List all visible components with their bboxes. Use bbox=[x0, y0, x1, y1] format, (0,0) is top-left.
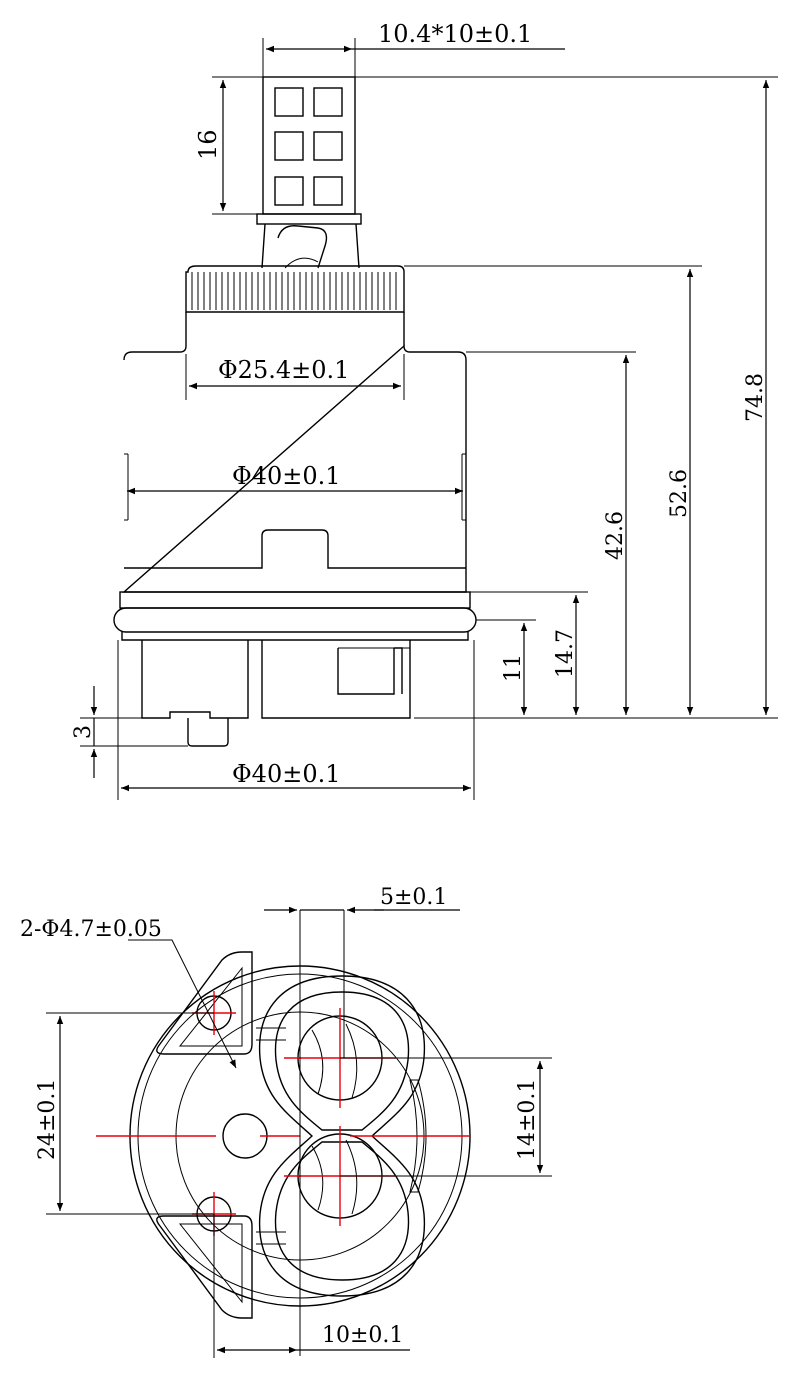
extension-lines bbox=[80, 38, 778, 800]
h-11-label: 11 bbox=[501, 654, 526, 682]
web-line-bottom bbox=[256, 1231, 286, 1245]
base-offset-label: 3 bbox=[71, 725, 96, 739]
side-view: 10.4*10±0.1 16 Φ25.4±0.1 Φ40±0.1 Φ40±0.1… bbox=[71, 20, 778, 800]
dia-upper-label: Φ25.4±0.1 bbox=[218, 356, 349, 384]
side-slot bbox=[409, 1079, 427, 1193]
stem-height-label: 16 bbox=[194, 129, 222, 160]
port-offset-label: 5±0.1 bbox=[380, 885, 447, 910]
web-line-top bbox=[256, 1027, 286, 1041]
h-42-6-label: 42.6 bbox=[603, 511, 628, 560]
port-spacing-label: 14±0.1 bbox=[515, 1079, 540, 1160]
dia-base-label: Φ40±0.1 bbox=[232, 760, 341, 788]
hole-spec-label: 2-Φ4.7±0.05 bbox=[20, 917, 162, 942]
bottom-dimension-lines bbox=[56, 906, 544, 1354]
dimension-lines bbox=[90, 45, 770, 792]
base-feet bbox=[141, 640, 411, 747]
knurled-ring bbox=[185, 265, 405, 346]
o-ring bbox=[113, 591, 477, 641]
bottom-extension-lines bbox=[46, 910, 552, 1358]
stem bbox=[256, 76, 362, 269]
hole-spacing-label: 24±0.1 bbox=[35, 1079, 60, 1160]
stem-size-label: 10.4*10±0.1 bbox=[378, 20, 532, 48]
dia-body-label: Φ40±0.1 bbox=[232, 462, 341, 490]
h-74-8-label: 74.8 bbox=[743, 373, 768, 422]
main-body bbox=[122, 344, 467, 593]
h-52-6-label: 52.6 bbox=[667, 469, 692, 518]
hole-offset-label: 10±0.1 bbox=[322, 1323, 403, 1348]
bottom-view: 2-Φ4.7±0.05 5±0.1 24±0.1 14±0.1 10±0.1 bbox=[20, 885, 552, 1358]
h-14-7-label: 14.7 bbox=[553, 629, 578, 678]
